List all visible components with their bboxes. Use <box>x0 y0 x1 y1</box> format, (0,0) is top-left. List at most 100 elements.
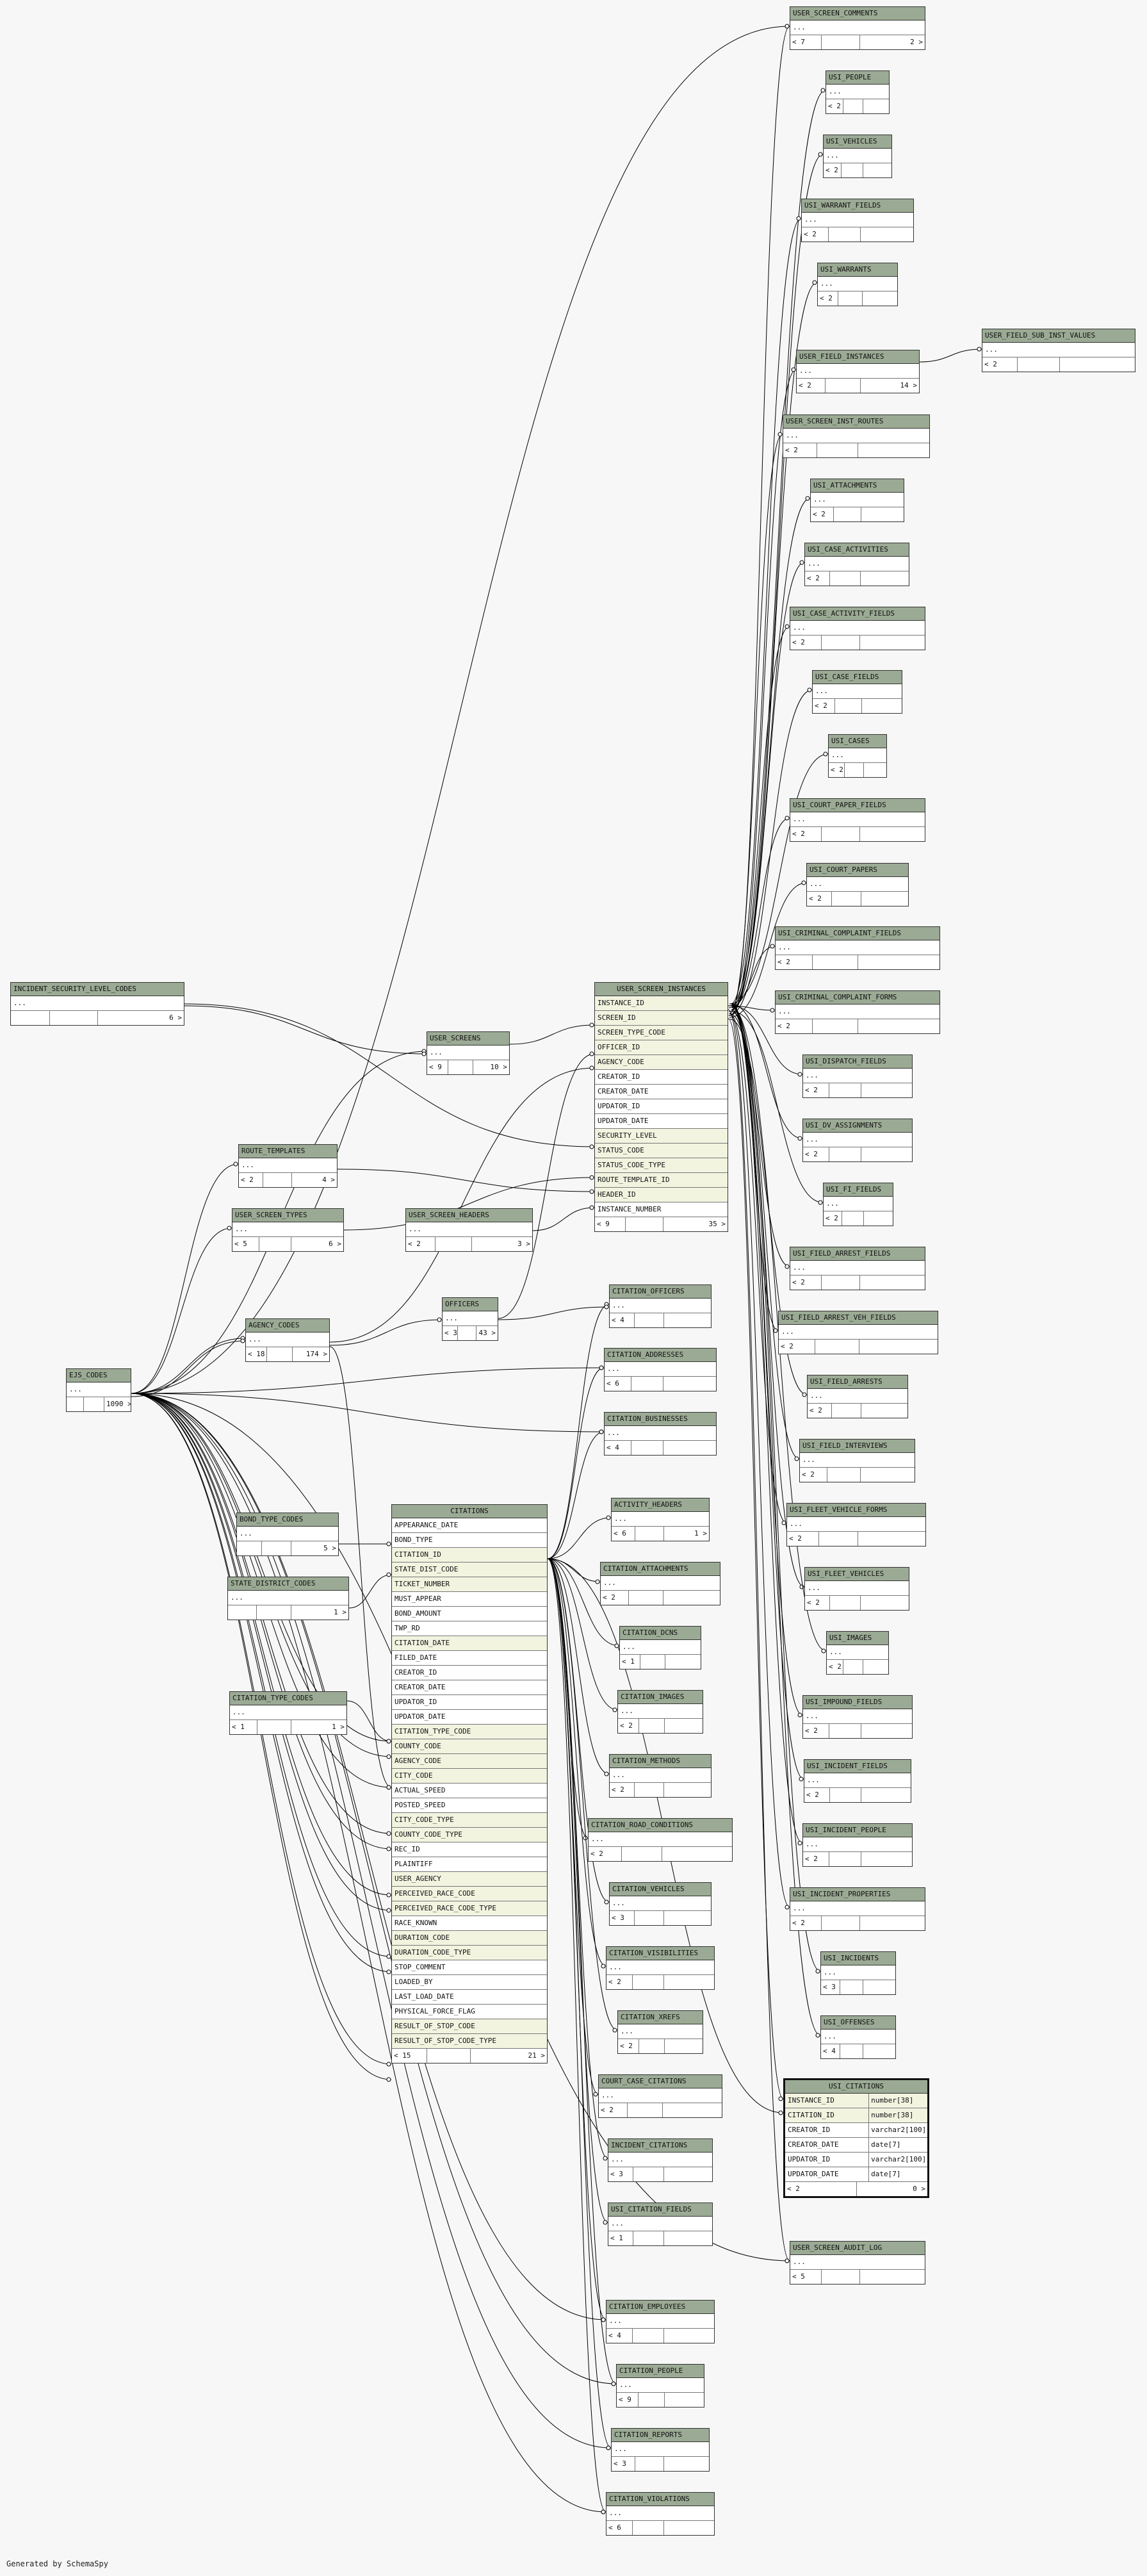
table-header[interactable]: USER_SCREEN_INSTANCES <box>595 983 728 996</box>
column-city-code[interactable]: CITY_CODE <box>392 1769 547 1784</box>
column-screen-id[interactable]: SCREEN_ID <box>595 1011 728 1026</box>
table-header[interactable]: CITATION_ATTACHMENTS <box>601 1563 720 1576</box>
column-result-of-stop-code-type[interactable]: RESULT_OF_STOP_CODE_TYPE <box>392 2034 547 2049</box>
table-usi-fi-fields[interactable]: USI_FI_FIELDS...< 2 <box>823 1183 893 1226</box>
table-usi-court-paper-fields[interactable]: USI_COURT_PAPER_FIELDS...< 2 <box>790 798 925 842</box>
table-usi-case-fields[interactable]: USI_CASE_FIELDS...< 2 <box>812 670 902 714</box>
table-header[interactable]: USI_FIELD_ARREST_FIELDS <box>790 1247 925 1261</box>
table-usi-field-arrest-veh-fields[interactable]: USI_FIELD_ARREST_VEH_FIELDS...< 2 <box>778 1311 938 1354</box>
table-header[interactable]: USI_CASE_ACTIVITIES <box>805 543 909 557</box>
table-header[interactable]: CITATION_REPORTS <box>612 2429 709 2442</box>
table-citation-addresses[interactable]: CITATION_ADDRESSES...< 6 <box>604 1348 717 1391</box>
column-updator-id[interactable]: UPDATOR_ID <box>595 1099 728 1114</box>
table-incident-security-level-codes[interactable]: INCIDENT_SECURITY_LEVEL_CODES...6 > <box>10 982 184 1026</box>
table-citation-visibilities[interactable]: CITATION_VISIBILITIES...< 2 <box>606 1946 715 1990</box>
table-usi-criminal-complaint-forms[interactable]: USI_CRIMINAL_COMPLAINT_FORMS...< 2 <box>775 990 940 1034</box>
table-header[interactable]: CITATION_ADDRESSES <box>605 1349 716 1362</box>
table-usi-warrants[interactable]: USI_WARRANTS...< 2 <box>817 263 898 306</box>
table-user-screen-audit-log[interactable]: USER_SCREEN_AUDIT_LOG...< 5 <box>790 2241 925 2285</box>
table-header[interactable]: OFFICERS <box>443 1298 498 1311</box>
table-header[interactable]: CITATION_VISIBILITIES <box>606 1947 714 1960</box>
table-usi-incident-fields[interactable]: USI_INCIDENT_FIELDS...< 2 <box>804 1759 911 1803</box>
table-ejs-codes[interactable]: EJS_CODES...1090 > <box>66 1368 131 1412</box>
column-agency-code[interactable]: AGENCY_CODE <box>595 1055 728 1070</box>
table-header[interactable]: USI_COURT_PAPERS <box>807 864 908 877</box>
column-state-dist-code[interactable]: STATE_DIST_CODE <box>392 1563 547 1577</box>
table-header[interactable]: USI_IMAGES <box>827 1632 888 1645</box>
table-citation-road-conditions[interactable]: CITATION_ROAD_CONDITIONS...< 2 <box>588 1818 733 1862</box>
column-citation-date[interactable]: CITATION_DATE <box>392 1636 547 1651</box>
table-header[interactable]: USI_INCIDENT_FIELDS <box>804 1760 911 1773</box>
table-header[interactable]: USI_INCIDENTS <box>821 1952 895 1965</box>
column-race-known[interactable]: RACE_KNOWN <box>392 1916 547 1931</box>
table-citation-images[interactable]: CITATION_IMAGES...< 2 <box>617 1690 703 1734</box>
column-county-code-type[interactable]: COUNTY_CODE_TYPE <box>392 1828 547 1842</box>
column-creator-date[interactable]: CREATOR_DATE <box>392 1680 547 1695</box>
table-header[interactable]: CITATION_PEOPLE <box>617 2365 704 2378</box>
table-usi-criminal-complaint-fields[interactable]: USI_CRIMINAL_COMPLAINT_FIELDS...< 2 <box>775 926 940 970</box>
table-header[interactable]: USI_VEHICLES <box>824 135 891 149</box>
table-header[interactable]: CITATION_BUSINESSES <box>605 1413 716 1426</box>
table-incident-citations[interactable]: INCIDENT_CITATIONS...< 3 <box>608 2138 713 2182</box>
table-header[interactable]: CITATION_DCNS <box>620 1627 701 1640</box>
column-agency-code[interactable]: AGENCY_CODE <box>392 1754 547 1769</box>
column-duration-code-type[interactable]: DURATION_CODE_TYPE <box>392 1946 547 1960</box>
table-usi-attachments[interactable]: USI_ATTACHMENTS...< 2 <box>810 479 904 522</box>
column-physical-force-flag[interactable]: PHYSICAL_FORCE_FLAG <box>392 2005 547 2019</box>
table-citation-reports[interactable]: CITATION_REPORTS...< 3 <box>611 2428 710 2472</box>
column-bond-type[interactable]: BOND_TYPE <box>392 1533 547 1548</box>
table-header[interactable]: USI_FIELD_ARRESTS <box>808 1375 907 1389</box>
column-status-code[interactable]: STATUS_CODE <box>595 1144 728 1158</box>
table-header[interactable]: USI_CITATIONS <box>785 2080 927 2094</box>
table-usi-dv-assignments[interactable]: USI_DV_ASSIGNMENTS...< 2 <box>802 1119 913 1162</box>
table-header[interactable]: USER_SCREENS <box>427 1032 509 1046</box>
column-perceived-race-code[interactable]: PERCEIVED_RACE_CODE <box>392 1887 547 1901</box>
table-citation-employees[interactable]: CITATION_EMPLOYEES...< 4 <box>606 2300 715 2343</box>
column-must-appear[interactable]: MUST_APPEAR <box>392 1592 547 1607</box>
column-creator-id[interactable]: CREATOR_ID <box>595 1070 728 1085</box>
column-result-of-stop-code[interactable]: RESULT_OF_STOP_CODE <box>392 2019 547 2034</box>
column-rec-id[interactable]: REC_ID <box>392 1842 547 1857</box>
table-user-field-sub-inst-values[interactable]: USER_FIELD_SUB_INST_VALUES...< 2 <box>982 329 1135 372</box>
table-header[interactable]: USI_COURT_PAPER_FIELDS <box>790 799 925 812</box>
table-header[interactable]: USI_INCIDENT_PEOPLE <box>803 1824 912 1837</box>
table-usi-case-activity-fields[interactable]: USI_CASE_ACTIVITY_FIELDS...< 2 <box>790 607 925 650</box>
table-citation-vehicles[interactable]: CITATION_VEHICLES...< 3 <box>609 1882 712 1926</box>
table-usi-field-arrest-fields[interactable]: USI_FIELD_ARREST_FIELDS...< 2 <box>790 1247 925 1290</box>
column-updator-date[interactable]: UPDATOR_DATE <box>595 1114 728 1129</box>
table-usi-warrant-fields[interactable]: USI_WARRANT_FIELDS...< 2 <box>801 199 914 242</box>
table-header[interactable]: USER_SCREEN_COMMENTS <box>790 7 925 21</box>
table-header[interactable]: CITATIONS <box>392 1505 547 1518</box>
table-header[interactable]: USI_CASE_FIELDS <box>813 671 902 684</box>
table-header[interactable]: STATE_DISTRICT_CODES <box>228 1577 348 1591</box>
column-bond-amount[interactable]: BOND_AMOUNT <box>392 1607 547 1621</box>
table-user-screen-inst-routes[interactable]: USER_SCREEN_INST_ROUTES...< 2 <box>783 414 930 458</box>
table-citation-methods[interactable]: CITATION_METHODS...< 2 <box>609 1754 712 1798</box>
table-header[interactable]: USI_CRIMINAL_COMPLAINT_FORMS <box>776 991 940 1005</box>
table-header[interactable]: USER_SCREEN_INST_ROUTES <box>783 415 929 429</box>
table-usi-incidents[interactable]: USI_INCIDENTS...< 3 <box>820 1951 896 1995</box>
table-citation-dcns[interactable]: CITATION_DCNS...< 1 <box>619 1626 701 1669</box>
table-header[interactable]: USI_CITATION_FIELDS <box>608 2203 712 2217</box>
column-loaded-by[interactable]: LOADED_BY <box>392 1975 547 1990</box>
table-header[interactable]: COURT_CASE_CITATIONS <box>599 2075 722 2088</box>
table-citation-attachments[interactable]: CITATION_ATTACHMENTS...< 2 <box>600 1562 720 1605</box>
table-bond-type-codes[interactable]: BOND_TYPE_CODES...5 > <box>236 1513 339 1556</box>
table-header[interactable]: USI_CASES <box>829 735 886 748</box>
column-duration-code[interactable]: DURATION_CODE <box>392 1931 547 1946</box>
table-header[interactable]: CITATION_ROAD_CONDITIONS <box>589 1819 732 1832</box>
table-header[interactable]: USI_CRIMINAL_COMPLAINT_FIELDS <box>776 927 940 940</box>
